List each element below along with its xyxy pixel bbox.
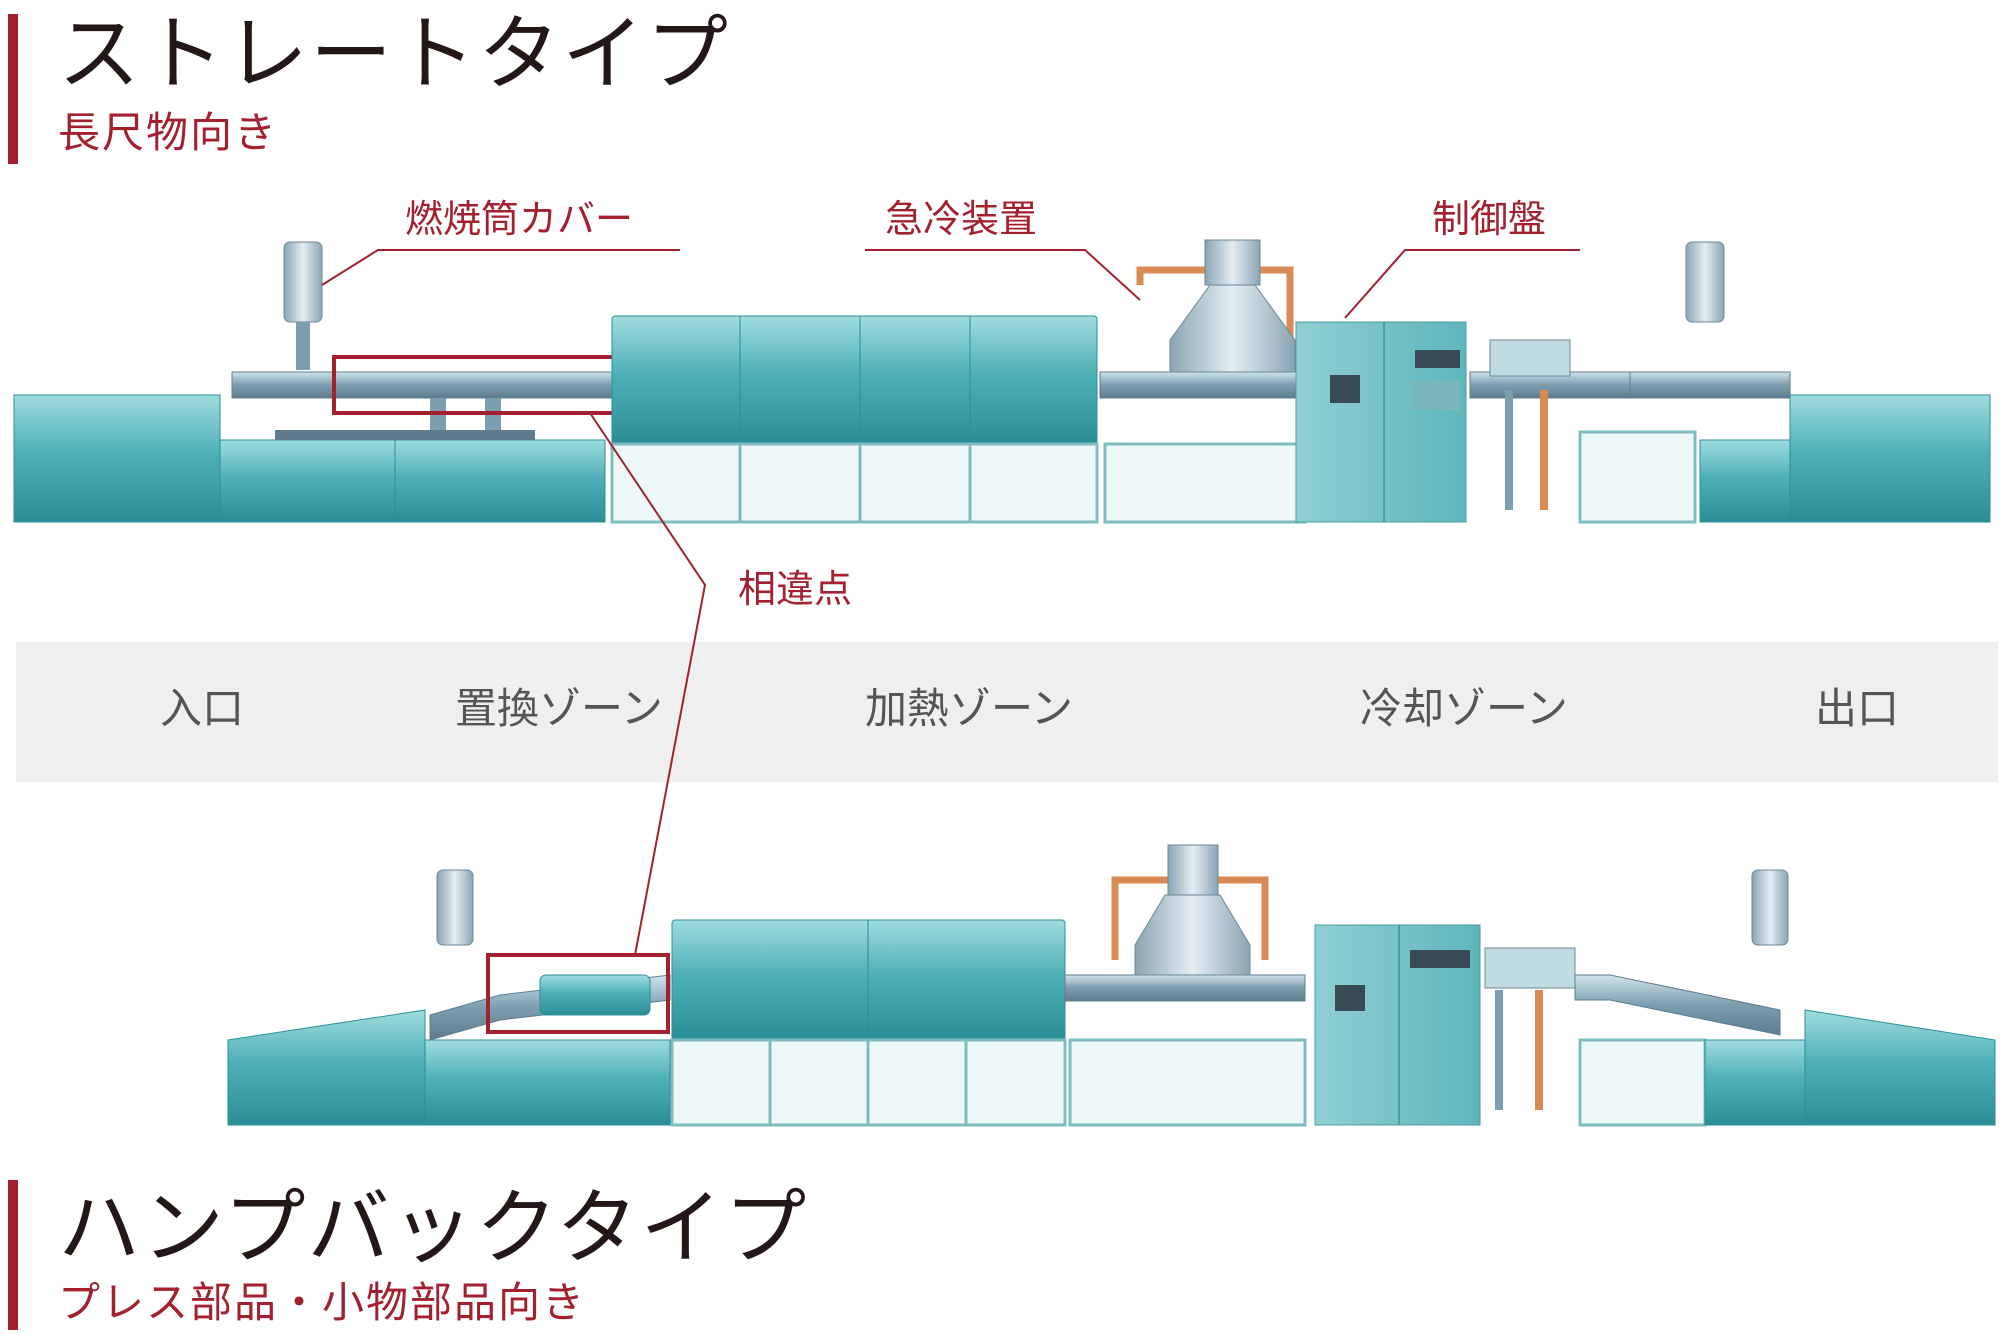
- leader-difference: [589, 412, 707, 956]
- zone-cooling: 冷却ゾーン: [1360, 684, 1568, 733]
- label-burner-cover: 燃焼筒カバー: [405, 197, 634, 241]
- zone-heating: 加熱ゾーン: [865, 684, 1073, 733]
- zone-exit: 出口: [1815, 684, 1900, 733]
- humpback-type-machine: [227, 844, 1996, 1127]
- label-control-panel: 制御盤: [1432, 197, 1547, 241]
- straight-entrance-cylinder: [283, 241, 323, 323]
- leader-burner-cover: [321, 249, 680, 286]
- humpback-type-title: ハンプバックタイプ: [58, 1181, 809, 1276]
- straight-exit-cylinder: [1685, 241, 1725, 323]
- humpback-heading-bar: [8, 1180, 18, 1330]
- straight-entrance-conveyor: [13, 394, 221, 523]
- leader-quench: [865, 249, 1141, 301]
- straight-heating-furnace: [611, 315, 1098, 445]
- straight-type-machine: [13, 239, 1991, 524]
- humpback-entrance-cylinder: [436, 869, 474, 946]
- straight-type-title: ストレートタイプ: [58, 7, 731, 102]
- humpback-type-subtitle: プレス部品・小物部品向き: [58, 1278, 587, 1327]
- straight-quench-hood: [1169, 284, 1296, 373]
- straight-heading-bar: [8, 14, 18, 164]
- label-difference: 相違点: [738, 567, 853, 611]
- humpback-entrance-ramp: [227, 1009, 426, 1126]
- straight-purge-pipe: [231, 371, 613, 399]
- zone-purge: 置換ゾーン: [455, 684, 663, 733]
- humpback-quench-hood: [1134, 894, 1251, 976]
- straight-type-subtitle: 長尺物向き: [58, 108, 279, 157]
- leader-control-panel: [1344, 249, 1580, 319]
- humpback-difference-highlight: [486, 953, 670, 1034]
- humpback-exit-cylinder: [1751, 869, 1789, 946]
- zone-band: [16, 642, 1998, 782]
- zone-entrance: 入口: [160, 684, 245, 733]
- label-quench-device: 急冷装置: [885, 197, 1038, 241]
- humpback-exit-ramp: [1804, 1009, 1996, 1126]
- straight-exit-conveyor: [1789, 394, 1991, 523]
